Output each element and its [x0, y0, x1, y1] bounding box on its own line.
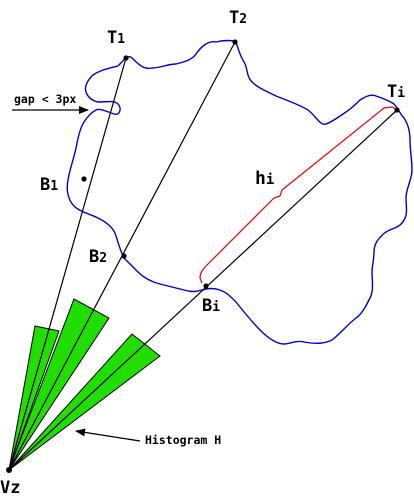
- label-t1: T1: [107, 28, 125, 48]
- point-t1: [123, 55, 129, 61]
- label-gap: gap < 3px: [14, 92, 76, 106]
- label-hi: hi: [255, 168, 274, 189]
- label-t2: T2: [229, 8, 247, 28]
- height-bracket: [199, 106, 397, 284]
- label-b2: B2: [89, 247, 107, 267]
- label-histogram: Histogram H: [145, 433, 221, 447]
- label-bi: Bi: [202, 296, 220, 316]
- label-b1: B1: [40, 175, 58, 195]
- ray-t1: [8, 57, 127, 471]
- point-bi: [203, 283, 209, 289]
- label-ti: Ti: [387, 82, 405, 102]
- histogram-wedge-2: [8, 298, 110, 471]
- point-t2: [232, 39, 238, 45]
- ray-ti: [8, 109, 398, 471]
- histogram-wedge-3: [8, 333, 161, 471]
- point-ti: [394, 107, 400, 113]
- point-vz: [6, 467, 12, 473]
- object-outline: [66, 39, 413, 345]
- label-vz: Vz: [0, 478, 20, 497]
- histogram-arrow: [75, 428, 141, 442]
- histogram-wedges: [8, 298, 161, 471]
- histogram-wedge-1: [8, 325, 60, 471]
- point-b1: [81, 176, 87, 182]
- point-b2: [121, 253, 127, 259]
- points: [6, 39, 400, 473]
